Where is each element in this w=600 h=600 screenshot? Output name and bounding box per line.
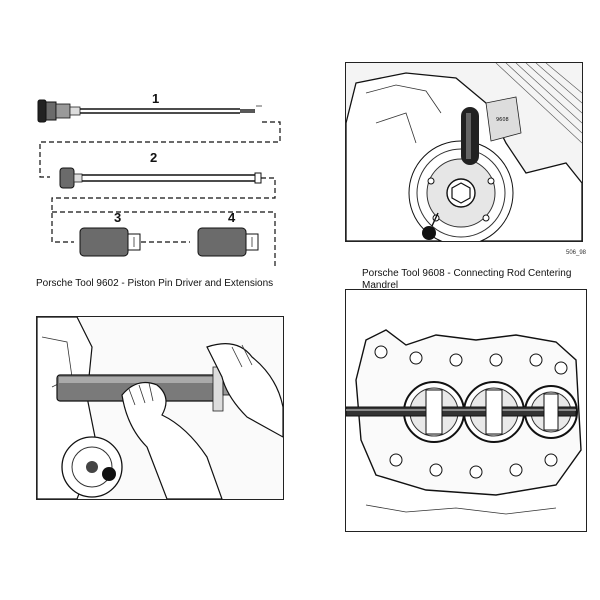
tool-1-driver xyxy=(37,99,262,123)
piston-pin-driver-usage-illustration xyxy=(36,316,284,500)
caption-tool-9602: Porsche Tool 9602 - Piston Pin Driver an… xyxy=(36,278,274,289)
engine-timing-illustration: 9608 xyxy=(345,62,583,242)
callout-4: 4 xyxy=(228,210,236,225)
tool-2-extension xyxy=(59,167,262,189)
callout-3: 3 xyxy=(114,210,122,225)
caption-tool-9608: Porsche Tool 9608 - Connecting Rod Cente… xyxy=(362,268,572,291)
connecting-rod-mandrel-illustration xyxy=(345,289,587,532)
tool-4-sleeve xyxy=(197,227,259,257)
tool-9602-drawing xyxy=(30,82,288,268)
svg-text:9608: 9608 xyxy=(496,117,509,123)
callout-1: 1 xyxy=(152,91,160,106)
callout-2: 2 xyxy=(150,150,158,165)
tool-3-sleeve xyxy=(79,227,141,257)
figure-code: 506_98 xyxy=(566,250,587,256)
